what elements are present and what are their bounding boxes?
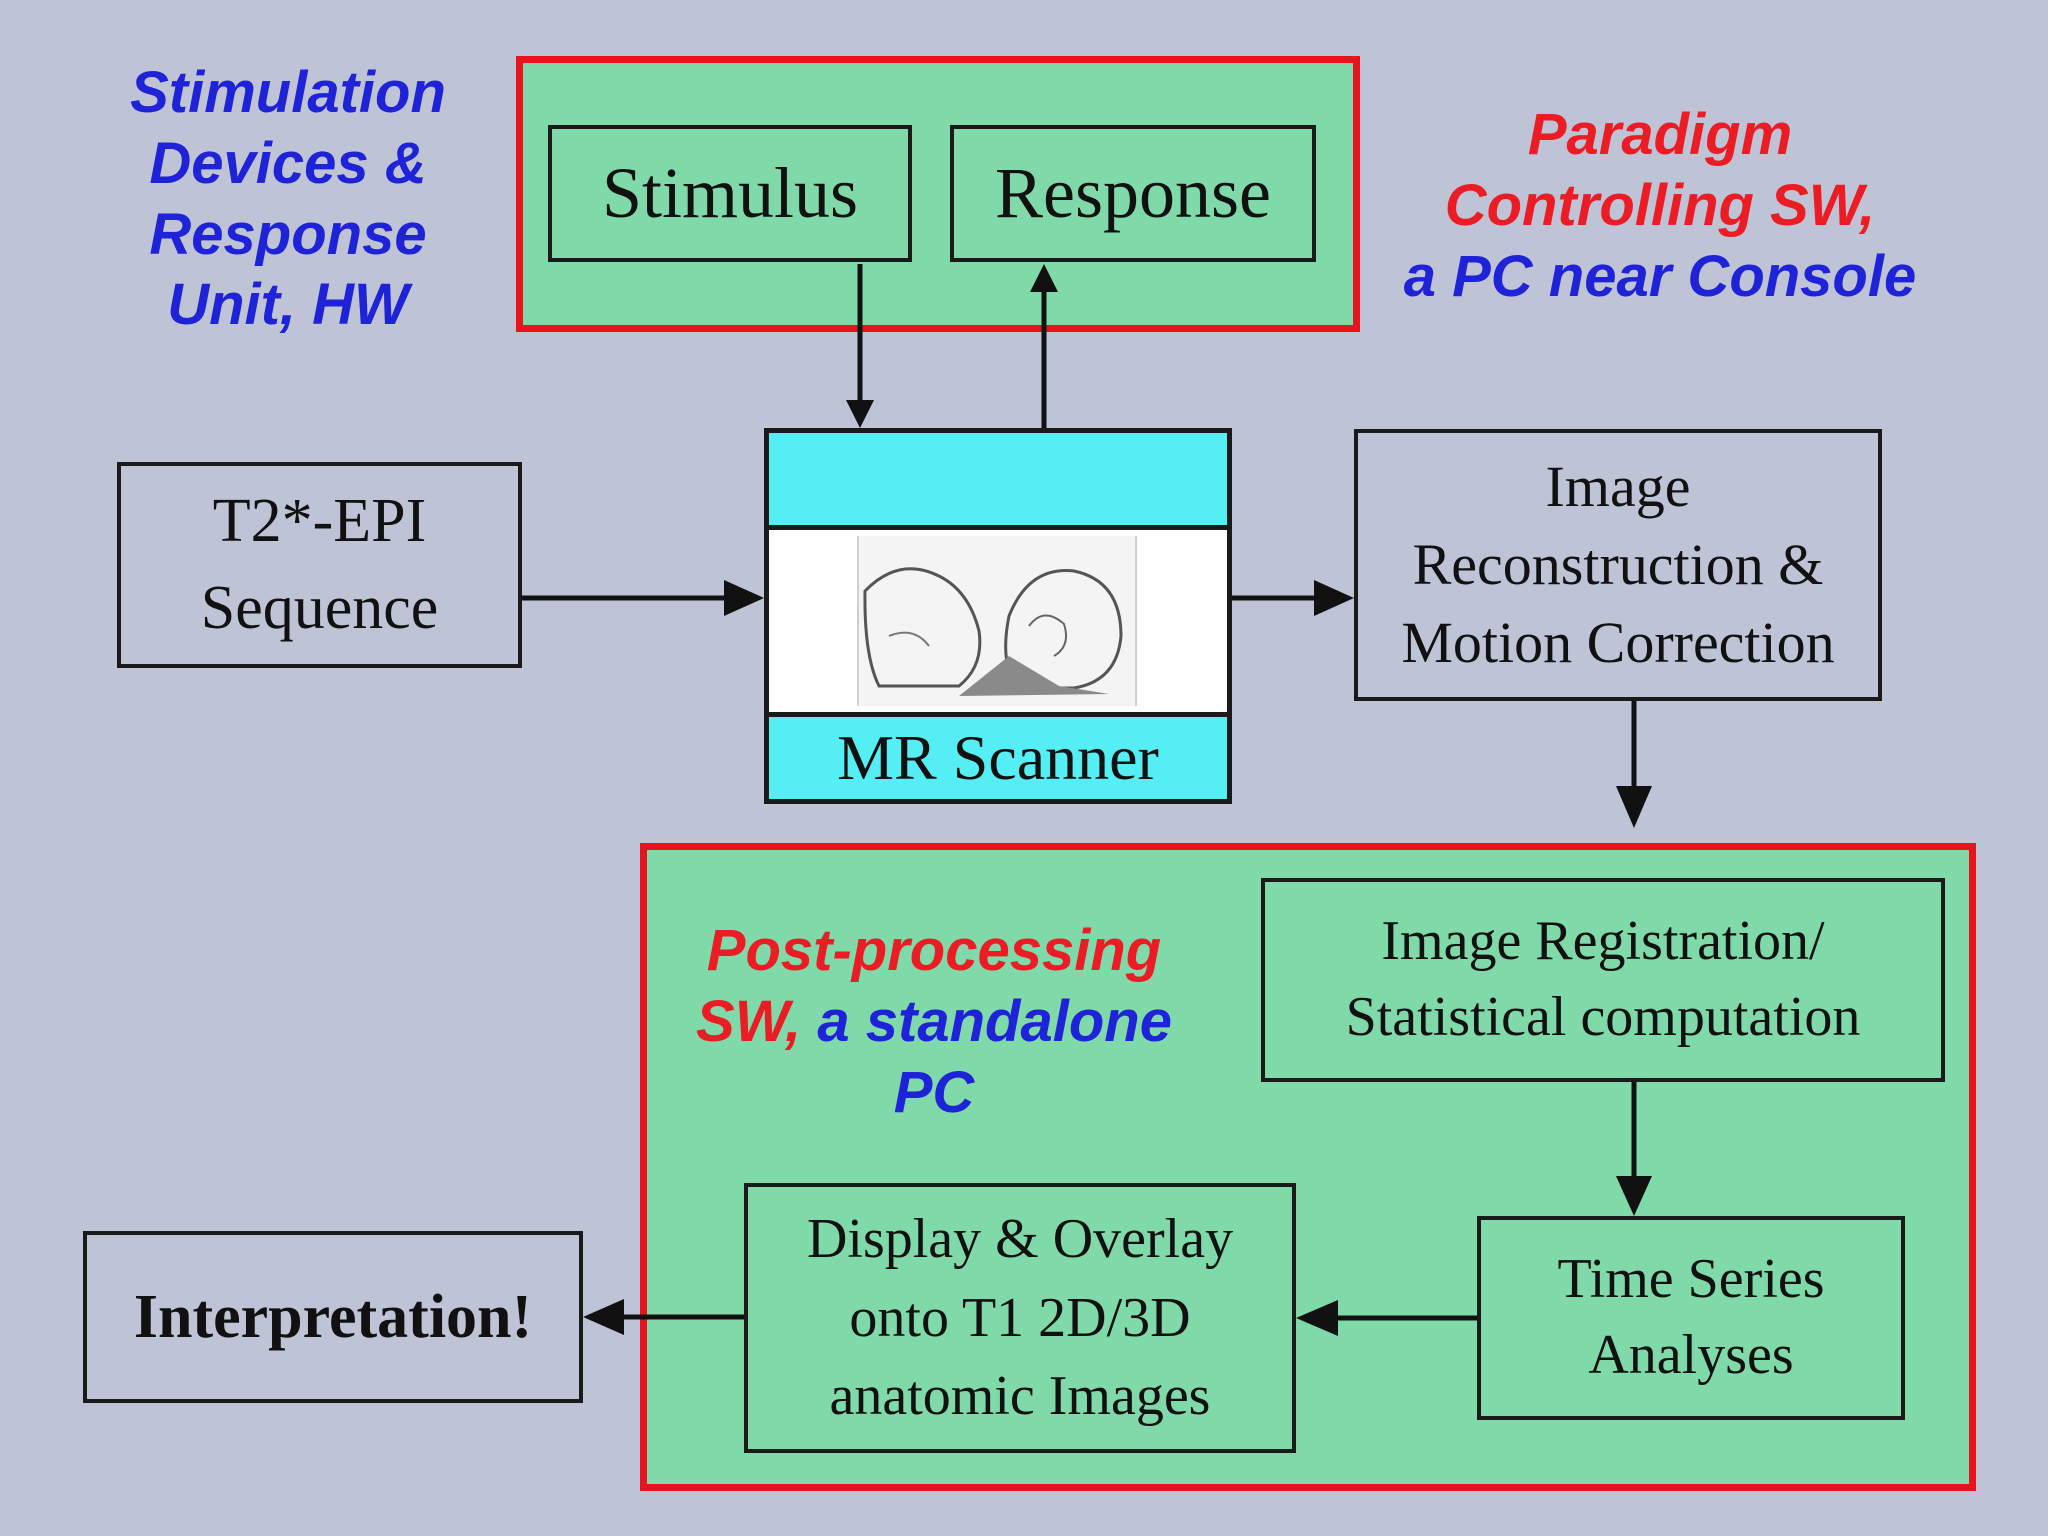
registration-box: Image Registration/ Statistical computat… [1261, 878, 1945, 1082]
interpretation-text: Interpretation! [133, 1282, 533, 1351]
interpretation-box: Interpretation! [83, 1231, 583, 1403]
reconstruction-box: Image Reconstruction & Motion Correction [1354, 429, 1882, 701]
display-line-1: Display & Overlay [806, 1208, 1234, 1271]
stimulation-hw-line-3: Response [149, 201, 427, 267]
time-series-line-2: Analyses [1588, 1324, 1794, 1386]
registration-line-1: Image Registration/ [1381, 910, 1825, 973]
arrow-scanner-to-response [1030, 264, 1058, 428]
response-box: Response [950, 125, 1316, 262]
postprocessing-line-1: Post-processing [706, 918, 1162, 983]
patient-image-panel [857, 536, 1137, 706]
arrow-scanner-to-reconstruction [1232, 580, 1354, 616]
sequence-line-1: T2*-EPI [212, 487, 427, 556]
stimulation-hw-line-2: Devices & [149, 130, 427, 196]
reconstruction-line-3: Motion Correction [1401, 610, 1835, 676]
arrow-time-series-to-display [1296, 1300, 1477, 1336]
time-series-line-1: Time Series [1557, 1248, 1825, 1311]
display-overlay-box: Display & Overlay onto T1 2D/3D anatomic… [744, 1183, 1296, 1453]
sequence-box: T2*-EPI Sequence [117, 462, 522, 668]
stimulation-hw-line-1: Stimulation [130, 60, 446, 125]
stimulus-text: Stimulus [601, 153, 859, 233]
arrow-sequence-to-scanner [522, 580, 764, 616]
paradigm-line-3: a PC near Console [1403, 243, 1917, 309]
arrow-reconstruction-to-postprocessing [1616, 701, 1652, 828]
postprocessing-standalone-word: a standalone [817, 988, 1172, 1054]
stimulus-box: Stimulus [548, 125, 912, 262]
patient-head-icon [863, 567, 1123, 696]
mr-scanner-box: MR Scanner [764, 428, 1232, 804]
scanner-top-band [769, 433, 1227, 530]
response-text: Response [995, 153, 1271, 233]
reconstruction-line-1: Image [1545, 453, 1691, 519]
time-series-box: Time Series Analyses [1477, 1216, 1905, 1420]
scanner-bore [769, 530, 1227, 712]
arrow-display-to-interpretation [583, 1299, 744, 1335]
postprocessing-line-3: PC [893, 1059, 975, 1125]
stimulation-hw-label: Stimulation Devices & Response Unit, HW [108, 58, 468, 341]
display-line-3: anatomic Images [829, 1365, 1211, 1428]
reconstruction-line-2: Reconstruction & [1412, 531, 1824, 597]
paradigm-line-1: Paradigm [1527, 102, 1793, 167]
arrow-stimulus-to-scanner [846, 264, 874, 428]
paradigm-line-2: Controlling SW, [1444, 172, 1876, 238]
display-line-2: onto T1 2D/3D [849, 1286, 1191, 1349]
postprocessing-line-2: SW, a standalone [664, 987, 1204, 1058]
paradigm-sw-label: Paradigm Controlling SW, a PC near Conso… [1380, 100, 1940, 312]
postprocessing-sw-label: Post-processing SW, a standalone PC [664, 916, 1204, 1128]
postprocessing-sw-word: SW, [696, 988, 802, 1054]
mr-scanner-label: MR Scanner [837, 722, 1159, 793]
sequence-line-2: Sequence [200, 574, 439, 642]
scanner-bottom-band: MR Scanner [769, 712, 1227, 799]
arrow-registration-to-time-series [1616, 1082, 1652, 1216]
registration-line-2: Statistical computation [1345, 986, 1861, 1048]
stimulation-hw-line-4: Unit, HW [167, 272, 409, 338]
